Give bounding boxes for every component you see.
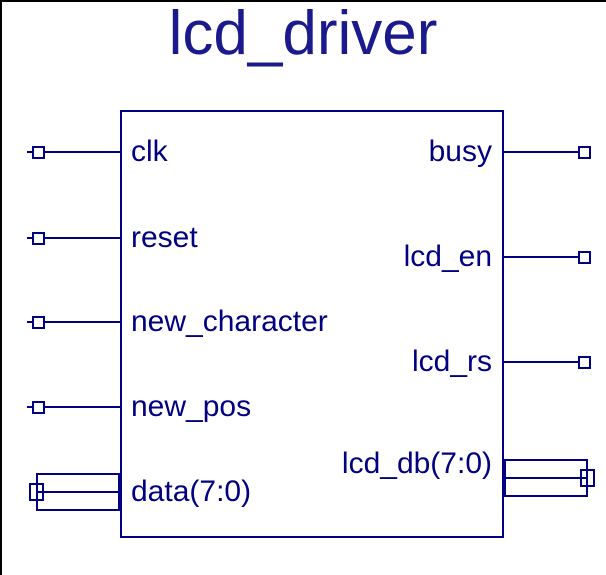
input-port-notch-new-pos bbox=[27, 406, 32, 408]
input-port-marker-new-pos[interactable] bbox=[32, 400, 45, 414]
input-wire-new-character bbox=[45, 321, 120, 323]
output-wire-lcd-en bbox=[504, 256, 580, 258]
input-port-marker-data[interactable] bbox=[29, 483, 44, 501]
input-port-notch-clk bbox=[27, 151, 32, 153]
input-bus-centerline-data bbox=[36, 491, 120, 493]
input-port-notch-reset bbox=[27, 237, 32, 239]
input-port-notch-new-character bbox=[27, 321, 32, 323]
output-port-marker-lcd-rs[interactable] bbox=[578, 355, 591, 369]
input-label-new-character: new_character bbox=[131, 305, 328, 338]
output-wire-busy bbox=[504, 151, 580, 153]
output-port-marker-lcd-en[interactable] bbox=[578, 250, 591, 264]
entity-body-rectangle bbox=[120, 110, 504, 538]
input-label-clk: clk bbox=[131, 135, 168, 168]
input-label-data: data(7:0) bbox=[131, 475, 252, 508]
output-bus-centerline-lcd-db bbox=[504, 477, 588, 479]
input-port-marker-reset[interactable] bbox=[32, 231, 45, 245]
output-port-marker-lcd-db[interactable] bbox=[580, 469, 595, 487]
input-wire-new-pos bbox=[45, 406, 120, 408]
image-frame-left-border bbox=[0, 0, 2, 575]
input-label-reset: reset bbox=[131, 221, 198, 254]
output-label-lcd-en: lcd_en bbox=[403, 240, 492, 273]
image-frame-top-border bbox=[0, 0, 606, 2]
entity-title: lcd_driver bbox=[168, 0, 438, 68]
output-wire-lcd-rs bbox=[504, 361, 580, 363]
output-label-busy: busy bbox=[428, 135, 492, 168]
input-port-marker-new-character[interactable] bbox=[32, 315, 45, 329]
input-wire-clk bbox=[45, 151, 120, 153]
output-port-marker-busy[interactable] bbox=[578, 145, 591, 159]
output-label-lcd-rs: lcd_rs bbox=[411, 345, 492, 378]
output-label-lcd-db: lcd_db(7:0) bbox=[341, 447, 492, 480]
input-port-marker-clk[interactable] bbox=[32, 145, 45, 159]
input-label-new-pos: new_pos bbox=[131, 390, 252, 423]
input-wire-reset bbox=[45, 237, 120, 239]
